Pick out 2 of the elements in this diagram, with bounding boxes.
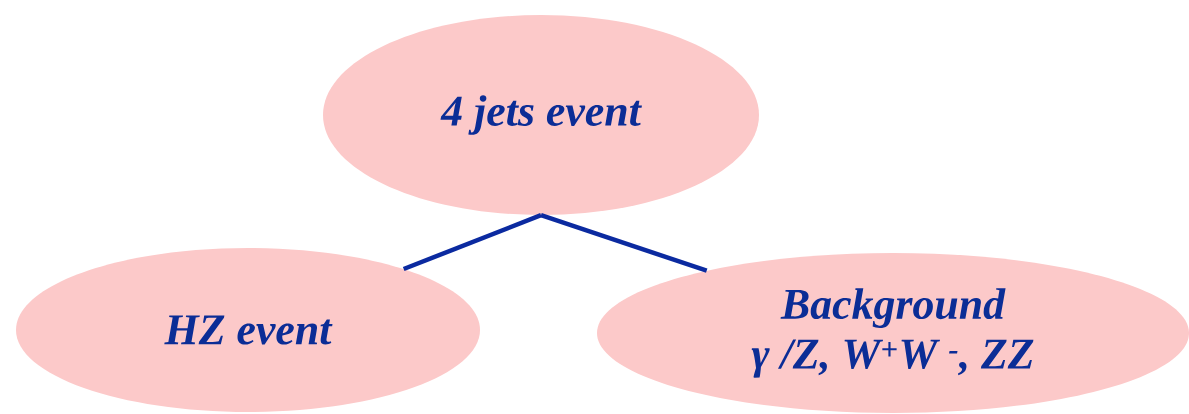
connector-line xyxy=(540,213,708,273)
connector-line xyxy=(402,213,542,272)
